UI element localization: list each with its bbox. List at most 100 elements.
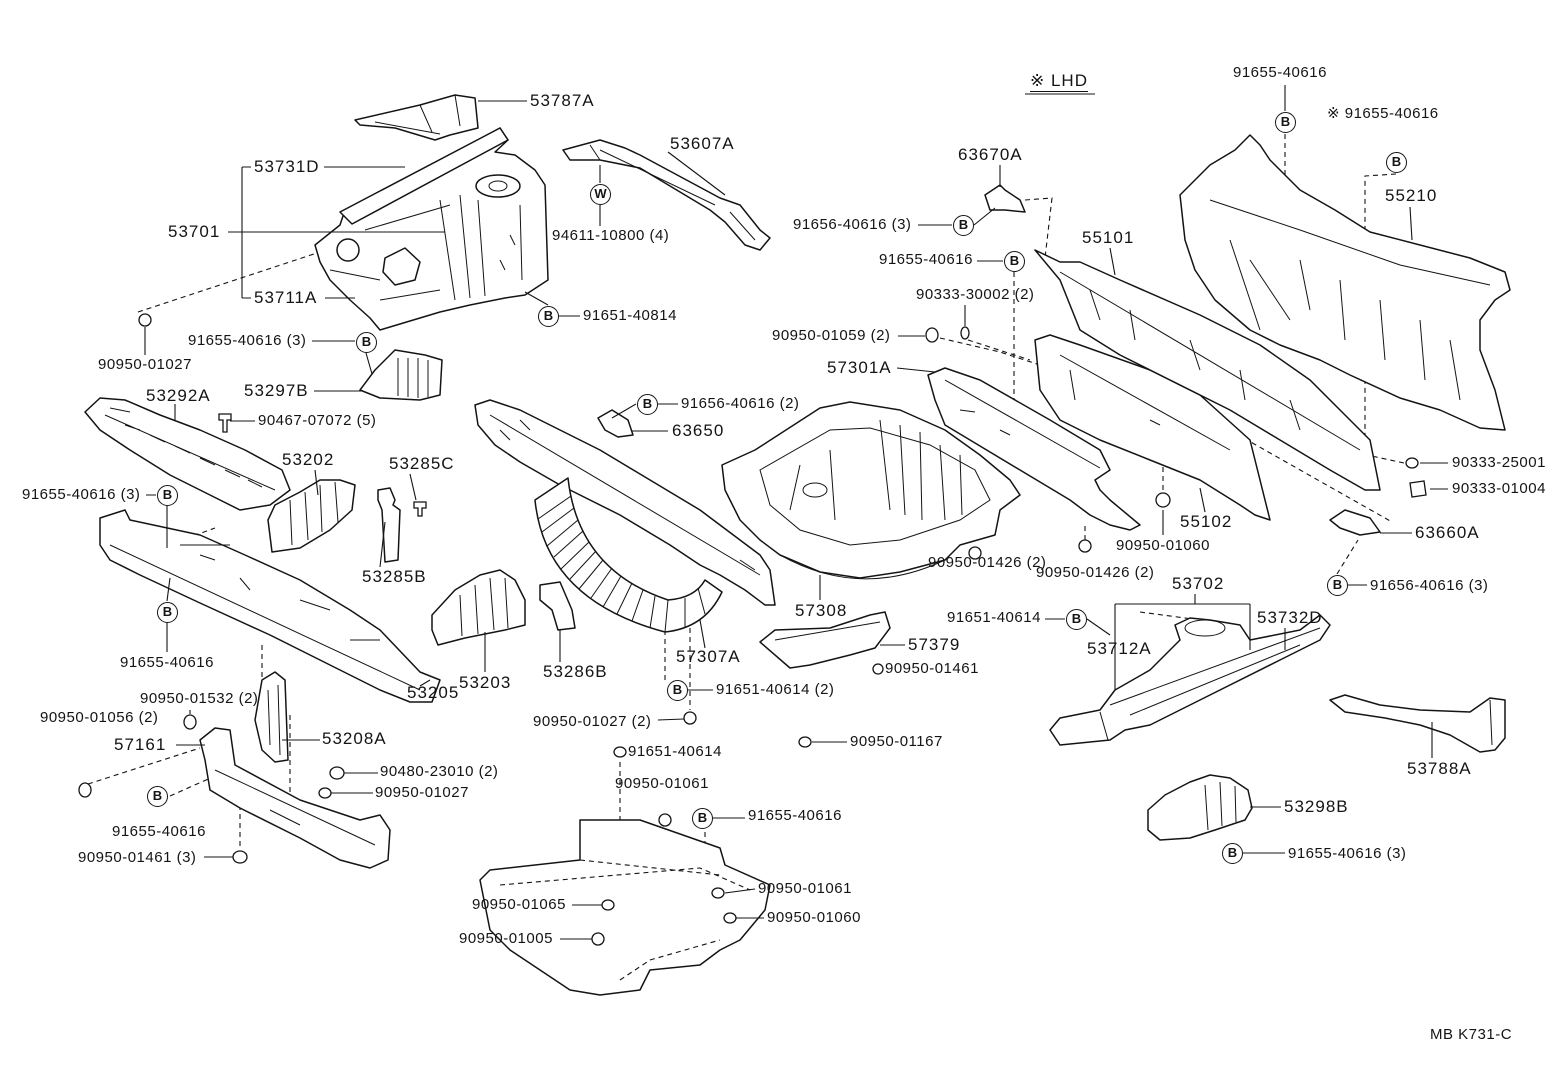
fastener-label: 90950-01060	[767, 909, 861, 926]
fastener-label: 90467-07072 (5)	[258, 412, 377, 429]
fastener-label: 91655-40616	[1233, 64, 1327, 81]
part-label: 63670A	[958, 145, 1023, 164]
part-57161-outline	[199, 727, 391, 869]
part-53203	[431, 569, 526, 646]
part-53292a-detail	[104, 407, 276, 491]
dash-panel-outline	[474, 399, 776, 606]
fastener-label: 91651-40614	[628, 743, 722, 760]
part-label: 53205	[407, 683, 460, 702]
part-53787a-outline	[354, 94, 479, 141]
fastener-bolt	[413, 501, 427, 517]
fasteners	[78, 313, 1427, 946]
part-label: 53711A	[254, 288, 318, 307]
callout-b-marker: B	[1066, 609, 1087, 630]
fastener-label: 90950-01065	[472, 896, 566, 913]
fastener-label: 91655-40616	[748, 807, 842, 824]
fastener-label: 91655-40616 (3)	[1288, 845, 1407, 862]
diagram-code: MB K731-C	[1430, 1026, 1513, 1043]
part-label: 55102	[1180, 512, 1233, 531]
part-57161	[199, 727, 391, 869]
fastener	[1078, 539, 1092, 553]
part-57161-detail	[214, 769, 376, 846]
lhd-note: ※ LHD	[1030, 71, 1088, 90]
callout-w-marker: W	[590, 184, 611, 205]
spare-tire-boss	[802, 482, 828, 498]
fastener-label: 90950-01027 (2)	[533, 713, 652, 730]
fastener-label: 90950-01060	[1116, 537, 1210, 554]
part-53203-detail	[459, 577, 509, 637]
callout-b-marker: B	[667, 680, 688, 701]
part-label: 57308	[795, 601, 848, 620]
fastener	[658, 813, 672, 827]
part-53701-detail	[329, 194, 523, 301]
part-53787a	[354, 94, 479, 141]
part-63660a-outline	[1329, 509, 1381, 536]
fastener-label: 90950-01426 (2)	[928, 554, 1047, 571]
part-63650-outline	[597, 409, 634, 438]
part-53297b-outline	[359, 349, 443, 401]
fastener	[723, 912, 737, 924]
fastener	[711, 887, 725, 899]
fastener-label: 91655-40616 (3)	[188, 332, 307, 349]
strut-tower-top	[475, 174, 521, 198]
part-53607a-detail	[589, 144, 756, 241]
part-label: 53285B	[362, 567, 427, 586]
part-53203-outline	[431, 569, 526, 646]
callout-b-marker: B	[637, 394, 658, 415]
fastener	[1155, 492, 1171, 508]
fastener-label: 90480-23010 (2)	[380, 763, 499, 780]
under-cover-outline	[479, 819, 771, 996]
fastener-label: 90950-01061	[615, 775, 709, 792]
part-53208a	[254, 671, 289, 763]
fastener	[925, 327, 939, 343]
callout-b-marker: B	[1386, 152, 1407, 173]
fastener-label: 90333-25001	[1452, 454, 1546, 471]
part-label: 53787A	[530, 91, 595, 110]
fastener-label: 90950-01461	[885, 660, 979, 677]
part-53208a-outline	[254, 671, 289, 763]
part-55102-outline	[1034, 334, 1271, 521]
fastener-label: 91656-40616 (3)	[793, 216, 912, 233]
fastener	[798, 736, 812, 748]
part-53701-outline	[314, 127, 549, 331]
fastener	[968, 546, 982, 560]
fastener	[329, 766, 345, 780]
part-53205	[99, 509, 441, 703]
callout-b-marker: B	[538, 306, 559, 327]
callout-b-marker: B	[157, 602, 178, 623]
fastener-label: 90950-01005	[459, 930, 553, 947]
part-55210-outline	[1179, 134, 1511, 431]
fastener	[591, 932, 605, 946]
part-53292a-outline	[84, 397, 291, 511]
fastener-label: 91655-40616	[879, 251, 973, 268]
fastener-label: 90333-30002 (2)	[916, 286, 1035, 303]
arch-hatching	[537, 495, 706, 633]
apron-hole	[336, 238, 360, 262]
part-label: 53298B	[1284, 797, 1349, 816]
part-53285b	[377, 487, 401, 563]
part-53788a-outline	[1329, 694, 1506, 753]
part-53607a-outline	[562, 139, 771, 251]
part-53702	[1049, 614, 1331, 746]
part-57308	[721, 401, 1021, 580]
part-53292a	[84, 397, 291, 511]
fastener-label: 90950-01059 (2)	[772, 327, 891, 344]
part-63660a	[1329, 509, 1381, 536]
part-label: 53712A	[1087, 639, 1152, 658]
fastener-label: 90950-01426 (2)	[1036, 564, 1155, 581]
part-55102	[1034, 334, 1271, 521]
fastener-plug	[1409, 480, 1427, 498]
fastener	[613, 746, 627, 758]
callout-b-marker: B	[1327, 575, 1348, 596]
part-53298b-detail	[1204, 781, 1237, 831]
part-63670a	[984, 184, 1026, 213]
leader-lines	[144, 85, 1448, 940]
part-53787a-detail	[374, 94, 461, 135]
fastener	[318, 787, 332, 799]
fastener-label: 90950-01532 (2)	[140, 690, 259, 707]
fastener-label: 91655-40616 (3)	[22, 486, 141, 503]
part-53297b	[359, 349, 443, 401]
callout-b-marker: B	[147, 786, 168, 807]
part-57301a	[927, 367, 1141, 531]
